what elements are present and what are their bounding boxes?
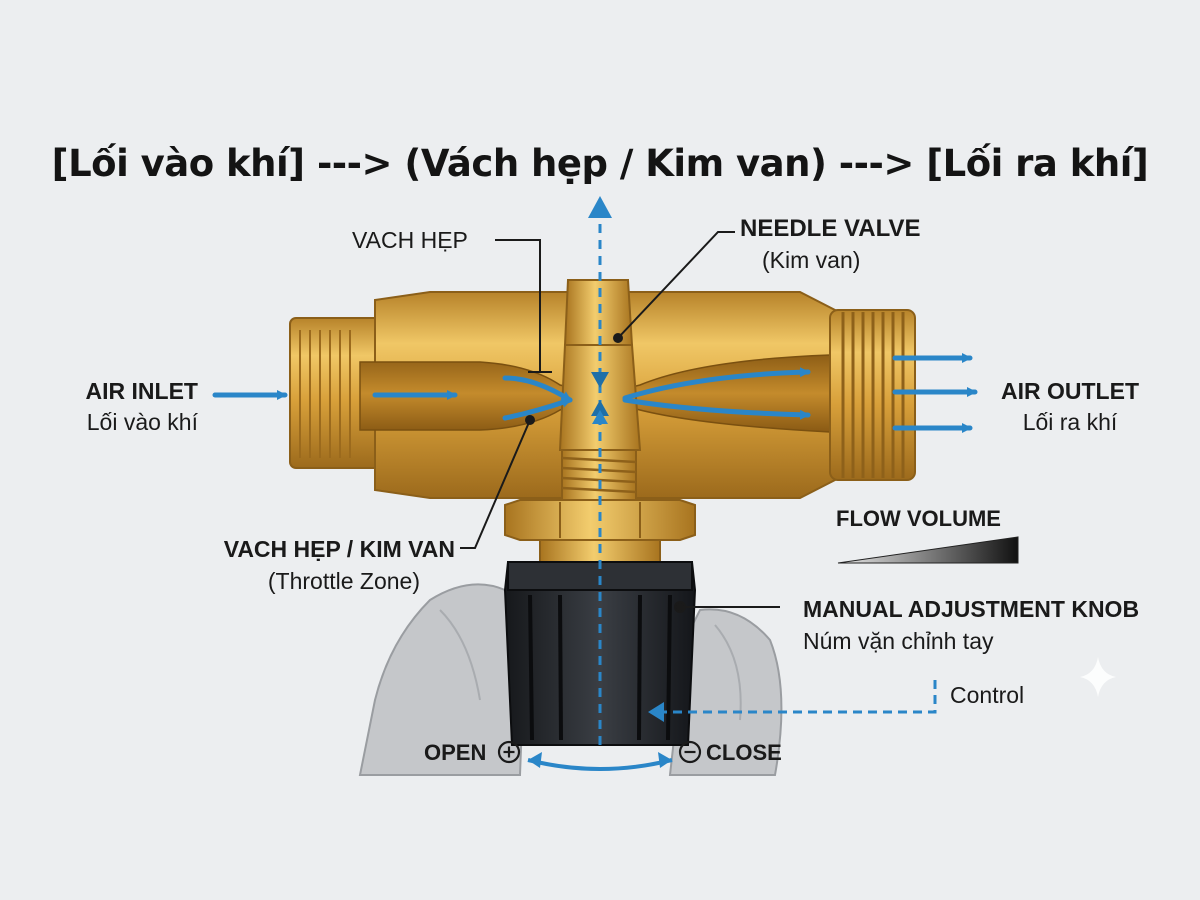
control-link <box>660 680 937 714</box>
axis-mid-arrow <box>592 410 608 424</box>
left-glove <box>358 583 527 776</box>
knob-label: MANUAL ADJUSTMENT KNOB <box>803 596 1140 622</box>
vach-hep-label: VACH HẸP <box>352 227 468 253</box>
needle-valve-sublabel: (Kim van) <box>762 247 861 273</box>
rotation-arrow-right-head <box>658 752 672 768</box>
minus-circle-icon[interactable] <box>678 740 702 764</box>
knob-sublabel: Núm vặn chỉnh tay <box>803 628 994 654</box>
needle-tip-top <box>591 372 609 388</box>
rotation-arrow <box>527 758 673 771</box>
right-glove <box>668 608 783 776</box>
axis-top-arrow-head <box>588 196 612 218</box>
air-outlet-label: AIR OUTLET <box>1001 378 1139 404</box>
control-link-arrow-head <box>648 702 664 722</box>
throttle-zone-sublabel: (Throttle Zone) <box>267 568 420 594</box>
control-label: Control <box>950 682 1025 708</box>
throttle-zone-label: VACH HẸP / KIM VAN <box>223 536 455 562</box>
open-label[interactable]: OPEN <box>424 740 487 765</box>
sparkle-icon <box>1080 657 1116 697</box>
plus-circle-icon[interactable] <box>497 740 521 764</box>
air-outlet-sublabel: Lối ra khí <box>1022 409 1118 435</box>
flow-arrows <box>212 353 978 433</box>
air-inlet-label: AIR INLET <box>85 378 198 404</box>
rotation-arrow-left-head <box>528 752 542 768</box>
page-title: [Lối vào khí] ---> (Vách hẹp / Kim van) … <box>51 142 1149 185</box>
flow-volume-wedge <box>837 536 1019 564</box>
leader-lines <box>460 231 780 613</box>
needle-valve-label: NEEDLE VALVE <box>740 215 921 242</box>
adjustment-knob[interactable] <box>503 561 697 746</box>
needle-tip-bottom <box>591 400 609 416</box>
air-inlet-sublabel: Lối vào khí <box>86 409 198 435</box>
close-label[interactable]: CLOSE <box>706 740 782 765</box>
flow-volume-label: FLOW VOLUME <box>836 506 1001 531</box>
